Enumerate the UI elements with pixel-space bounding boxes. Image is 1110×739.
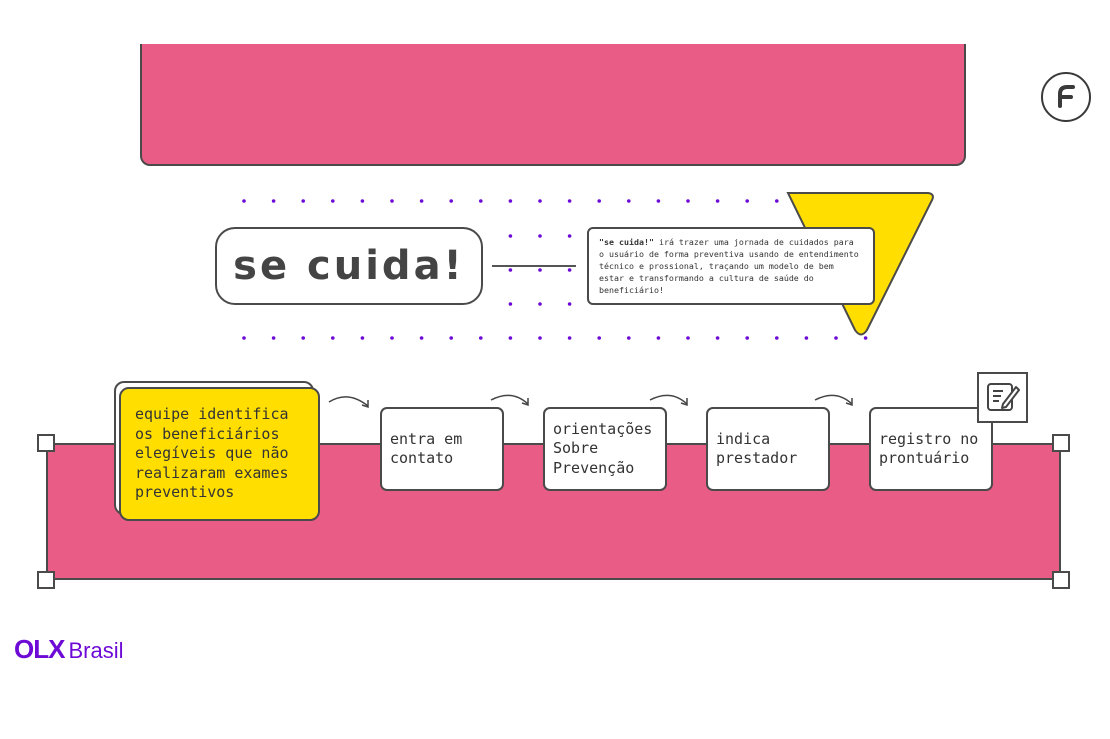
grid-dot bbox=[479, 336, 483, 340]
title-pill: se cuida! bbox=[215, 227, 483, 305]
resize-handle-bottom-left[interactable] bbox=[37, 571, 55, 589]
grid-dot bbox=[331, 336, 335, 340]
top-banner-panel bbox=[140, 44, 966, 166]
grid-dot bbox=[508, 234, 513, 238]
grid-dot bbox=[715, 199, 720, 203]
grid-dot bbox=[775, 336, 779, 340]
step-2-label: entra em contato bbox=[390, 429, 463, 468]
grid-dot bbox=[686, 336, 690, 340]
grid-dot bbox=[627, 199, 631, 203]
grid-dot bbox=[331, 199, 335, 203]
curved-arrow-icon bbox=[490, 394, 529, 407]
grid-dot bbox=[301, 199, 306, 203]
grid-dot bbox=[567, 302, 572, 306]
grid-dot bbox=[301, 336, 306, 340]
description-text: irá trazer uma jornada de cuidados para … bbox=[599, 237, 859, 295]
description-box: "se cuida!" irá trazer uma jornada de cu… bbox=[587, 227, 875, 305]
step-3-card: orientações Sobre Prevenção bbox=[543, 407, 667, 491]
logo-wordmark: OLX bbox=[14, 634, 65, 664]
grid-dot bbox=[360, 336, 365, 340]
logo-suffix: Brasil bbox=[68, 638, 124, 663]
grid-dot bbox=[419, 336, 424, 340]
grid-dot bbox=[242, 336, 246, 340]
curved-arrow-icon bbox=[328, 396, 369, 409]
grid-dot bbox=[834, 336, 838, 340]
step-2-card: entra em contato bbox=[380, 407, 504, 491]
step-4-label: indica prestador bbox=[716, 429, 798, 468]
olx-brasil-logo: OLX Brasil bbox=[14, 634, 123, 665]
grid-dot bbox=[449, 199, 454, 203]
grid-dot bbox=[597, 199, 601, 203]
description-highlight: "se cuida!" bbox=[599, 237, 654, 247]
grid-dot bbox=[804, 336, 809, 340]
grid-dot bbox=[775, 199, 779, 203]
grid-dot bbox=[390, 336, 394, 340]
step-5-card: registro no prontuário bbox=[869, 407, 993, 491]
grid-dot bbox=[627, 336, 631, 340]
edit-note-icon bbox=[977, 372, 1028, 423]
grid-dot bbox=[479, 199, 483, 203]
grid-dot bbox=[597, 336, 601, 340]
resize-handle-top-left[interactable] bbox=[37, 434, 55, 452]
grid-dot bbox=[242, 199, 246, 203]
grid-dot bbox=[538, 234, 542, 238]
grid-dot bbox=[745, 199, 749, 203]
step-1-label: equipe identifica os beneficiários elegí… bbox=[135, 405, 289, 501]
step-3-label: orientações Sobre Prevenção bbox=[553, 419, 653, 477]
step-4-card: indica prestador bbox=[706, 407, 830, 491]
grid-dot bbox=[567, 199, 572, 203]
step-1-card: equipe identifica os beneficiários elegí… bbox=[119, 387, 320, 521]
grid-dot bbox=[538, 302, 542, 306]
grid-dot bbox=[449, 336, 454, 340]
resize-handle-bottom-right[interactable] bbox=[1052, 571, 1070, 589]
grid-dot bbox=[715, 336, 720, 340]
step-5-label: registro no prontuário bbox=[879, 429, 979, 468]
grid-dot bbox=[390, 199, 394, 203]
grid-dot bbox=[419, 199, 424, 203]
grid-dot bbox=[508, 268, 513, 272]
resize-handle-top-right[interactable] bbox=[1052, 434, 1070, 452]
grid-dot bbox=[508, 199, 513, 203]
curved-arrow-icon bbox=[649, 394, 688, 407]
grid-dot bbox=[656, 199, 661, 203]
grid-dot bbox=[567, 336, 572, 340]
grid-dot bbox=[745, 336, 749, 340]
grid-dot bbox=[508, 336, 513, 340]
grid-dot bbox=[538, 268, 542, 272]
grid-dot bbox=[686, 199, 690, 203]
grid-dot bbox=[863, 336, 868, 340]
grid-dot bbox=[538, 199, 542, 203]
page-title: se cuida! bbox=[233, 243, 465, 289]
grid-dot bbox=[656, 336, 661, 340]
grid-dot bbox=[271, 336, 276, 340]
f-logo-icon bbox=[1041, 72, 1091, 122]
grid-dot bbox=[271, 199, 276, 203]
grid-dot bbox=[567, 234, 572, 238]
grid-dot bbox=[538, 336, 542, 340]
grid-dot bbox=[508, 302, 513, 306]
grid-dot bbox=[567, 268, 572, 272]
grid-dot bbox=[360, 199, 365, 203]
connector-line bbox=[492, 265, 576, 267]
curved-arrow-icon bbox=[814, 394, 853, 407]
